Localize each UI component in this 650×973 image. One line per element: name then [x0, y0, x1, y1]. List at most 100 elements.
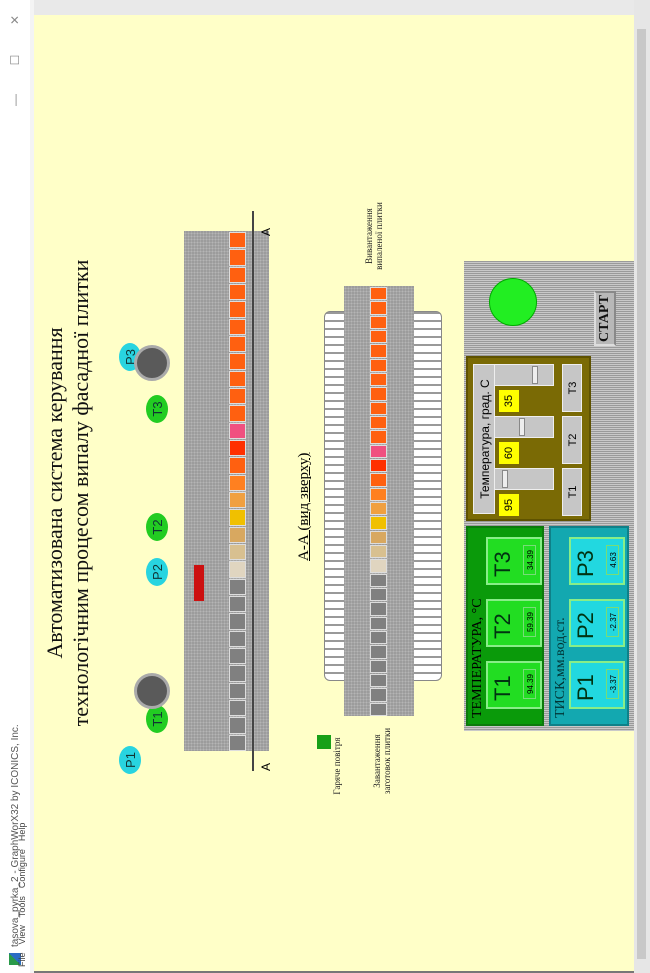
tile [370, 545, 387, 559]
tile [229, 266, 246, 283]
menu-help[interactable]: Help [17, 822, 27, 842]
tile [370, 330, 387, 344]
section-marker-left: A [259, 762, 273, 771]
sensor-tag-t3: T3 [146, 395, 168, 423]
slider-thumb[interactable] [531, 366, 538, 384]
tile [370, 430, 387, 444]
tile [229, 526, 246, 543]
maximize-button[interactable]: ☐ [8, 54, 22, 66]
canvas: Автоматизована система керування техноло… [34, 15, 634, 973]
pres-readout-p1: P1 -3.37 [569, 661, 625, 709]
tile [229, 249, 246, 266]
tile [229, 284, 246, 301]
temperature-panel-title: ТЕМПЕРАТУРА, °С [470, 598, 485, 718]
tile [370, 473, 387, 487]
status-lamp [489, 278, 537, 326]
tile [229, 492, 246, 509]
setpoint-label-t3: T3 [562, 364, 582, 412]
tile [229, 353, 246, 370]
tile [370, 645, 387, 659]
tile [229, 682, 246, 699]
setpoint-title: Температура, град. С [473, 364, 495, 514]
readout-value: -2.37 [606, 607, 619, 637]
tile [229, 596, 246, 613]
scroll-thumb[interactable] [637, 29, 646, 959]
tile [229, 630, 246, 647]
menu-file[interactable]: File [17, 952, 27, 967]
tile-row-top [370, 286, 388, 716]
sensor-tag-p1: P1 [119, 746, 141, 774]
load-label: Завантаження заготовок плитки [372, 727, 392, 795]
minimize-button[interactable]: — [8, 94, 22, 106]
horizontal-scrollbar[interactable] [634, 0, 650, 973]
tile [370, 588, 387, 602]
hot-air-label: Гаряче повітря [332, 737, 342, 795]
tile [229, 613, 246, 630]
tile [370, 674, 387, 688]
tile [229, 474, 246, 491]
pres-readout-p2: P2-2.37 [569, 599, 625, 647]
tile [370, 530, 387, 544]
close-button[interactable]: ✕ [8, 14, 22, 26]
tile [370, 444, 387, 458]
tile [370, 287, 387, 301]
tile [370, 387, 387, 401]
tile [229, 578, 246, 595]
tile [370, 631, 387, 645]
tile [370, 702, 387, 716]
tile [229, 734, 246, 751]
tile [229, 457, 246, 474]
tile [229, 509, 246, 526]
setpoint-label-t1: T1 [562, 468, 582, 516]
tile [229, 700, 246, 717]
readout-value: 94.39 [523, 669, 536, 699]
readout-label: T1 [490, 675, 515, 701]
tile [229, 561, 246, 578]
tile [229, 648, 246, 665]
setpoint-slider-t3[interactable] [494, 364, 554, 386]
setpoint-value-t2: 60 [499, 442, 519, 464]
tile [370, 602, 387, 616]
tile [229, 318, 246, 335]
menu-configure[interactable]: Configure [17, 849, 27, 889]
slider-thumb[interactable] [501, 470, 508, 488]
readout-value: 59.39 [523, 607, 536, 637]
kiln-side-view [184, 231, 269, 751]
tile [370, 344, 387, 358]
tile [370, 616, 387, 630]
sensor-tag-p2: P2 [146, 558, 168, 586]
tile [370, 358, 387, 372]
pressure-panel-title: ТИСК,мм.вод.ст. [553, 617, 568, 718]
menu-view[interactable]: View [17, 925, 27, 945]
tile [370, 502, 387, 516]
page-title-line1: Автоматизована система керування [42, 327, 67, 659]
tile [229, 336, 246, 353]
section-marker-right: A [259, 227, 273, 236]
tile [370, 459, 387, 473]
menu-tools[interactable]: Tools [17, 896, 27, 918]
tile [229, 422, 246, 439]
slider-thumb[interactable] [519, 418, 525, 436]
page-title-line2: технологічним процесом випалу фасадної п… [68, 259, 93, 727]
fan-icon [134, 673, 170, 709]
tile [370, 401, 387, 415]
sensor-tag-t1: T1 [146, 705, 168, 733]
vertical-scrollbar[interactable] [34, 0, 634, 15]
readout-value: -3.37 [606, 669, 619, 699]
readout-label: P1 [573, 674, 598, 701]
tile [370, 659, 387, 673]
tile [370, 573, 387, 587]
readout-value: 34.39 [523, 545, 536, 575]
hot-air-valve-icon [317, 735, 331, 749]
tile [370, 301, 387, 315]
tile [229, 301, 246, 318]
setpoint-value-t1: 95 [499, 494, 519, 516]
tile [370, 688, 387, 702]
start-button[interactable]: СТАРТ [594, 291, 616, 346]
readout-value: 4.63 [606, 545, 619, 575]
tile [370, 559, 387, 573]
setpoint-label-t2: T2 [562, 416, 582, 464]
